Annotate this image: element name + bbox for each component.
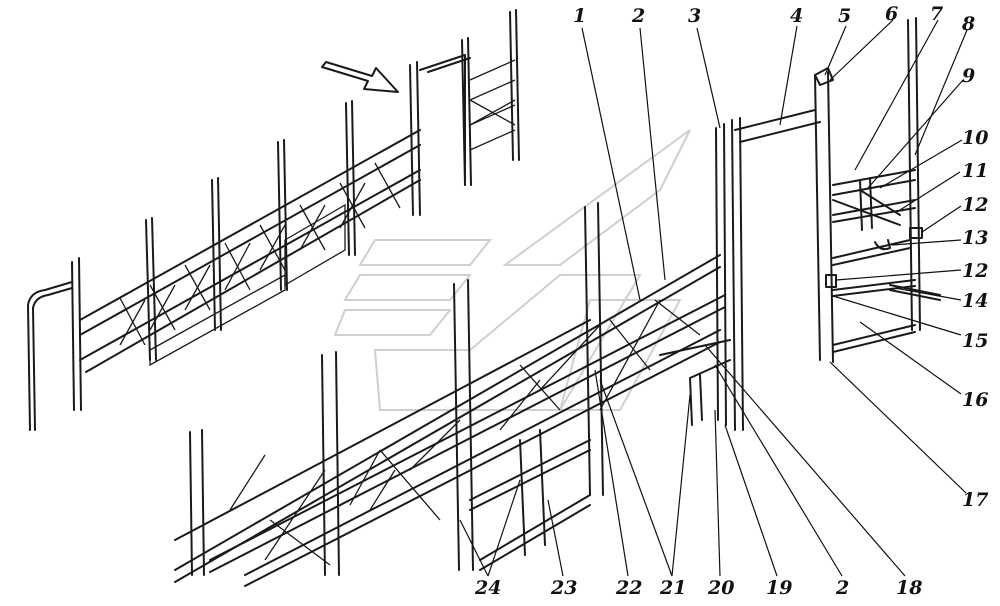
callout-1: 1: [573, 5, 586, 27]
callout-19: 19: [766, 577, 792, 599]
callout-14: 14: [962, 290, 988, 312]
callout-4: 4: [790, 5, 803, 27]
callout-7: 7: [930, 3, 943, 25]
callout-13: 13: [962, 227, 988, 249]
callout-3: 3: [688, 5, 701, 27]
callout-11: 11: [962, 160, 988, 182]
callout-2-top: 2: [631, 5, 645, 27]
callout-10: 10: [962, 127, 988, 149]
direction-arrow-icon: [321, 61, 399, 93]
callout-17: 17: [962, 489, 988, 511]
callout-12-upper: 12: [962, 194, 988, 216]
main-side-frame: [174, 117, 744, 587]
upper-side-frame: [27, 9, 520, 431]
rear-end-frame: [734, 17, 941, 363]
callout-2-bottom: 2: [835, 577, 849, 599]
watermark-logo: [333, 129, 691, 411]
callout-18: 18: [896, 577, 922, 599]
callout-15: 15: [962, 330, 988, 352]
callout-5: 5: [838, 5, 851, 27]
callout-9: 9: [962, 65, 975, 87]
callout-20: 20: [707, 577, 734, 599]
callout-labels: 1 2 3 4 5 6 7 8 9 10 11 12 13 12 14 15 1…: [474, 3, 988, 599]
callout-24: 24: [474, 577, 501, 599]
callout-21: 21: [659, 577, 686, 599]
callout-12-lower: 12: [962, 260, 988, 282]
callout-8: 8: [961, 13, 975, 35]
callout-22: 22: [615, 577, 642, 599]
callout-23: 23: [550, 577, 577, 599]
callout-16: 16: [962, 389, 988, 411]
leader-lines: [459, 19, 968, 577]
callout-6: 6: [885, 3, 898, 25]
